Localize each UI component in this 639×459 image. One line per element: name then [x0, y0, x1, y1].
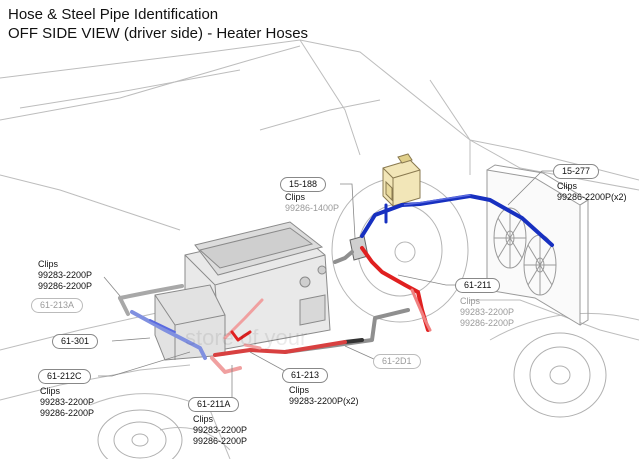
pipe-61-213 [213, 340, 347, 357]
hose-15-188 [360, 203, 404, 238]
hose-61-211 [360, 246, 432, 332]
hose-15-277 [400, 194, 554, 247]
part-15-277-clips-label: Clips [557, 181, 578, 191]
part-61-211A-clip-2: 99286-2200P [193, 436, 248, 446]
engine-block [154, 221, 331, 361]
part-61-301-tag: 61-301 [52, 334, 99, 349]
pipe-return [333, 250, 354, 264]
watermark: store of your [185, 325, 307, 350]
part-61-211A-clips-label: Clips [193, 414, 214, 424]
hose-61-211A [210, 298, 264, 374]
pipe-61-213A [118, 284, 184, 316]
part-61-211A-tag: 61-211A [188, 397, 240, 412]
part-15-277-clip: 99286-2200P(x2) [557, 192, 627, 202]
part-61-211A-clip-1: 99283-2200P [193, 425, 248, 435]
part-61-211-tag: 61-211 [455, 278, 501, 293]
part-61-212C-clips-label: Clips [40, 386, 61, 396]
rear-wheel [97, 409, 183, 459]
hose-61-212C [130, 310, 207, 360]
leader-lines [98, 170, 555, 400]
part-61-211-clip-1: 99283-2200P [460, 307, 515, 317]
part-61-213A-clips-label: Clips [38, 259, 59, 269]
part-61-213A-tag: 61-213A [31, 298, 84, 313]
diagram-subtitle: OFF SIDE VIEW (driver side) - Heater Hos… [8, 25, 309, 42]
part-61-212C-tag: 61-212C [38, 369, 91, 384]
part-61-213-clip: 99283-2200P(x2) [289, 396, 359, 406]
part-61-212C-clip-2: 99286-2200P [40, 408, 95, 418]
part-61-2D1-tag: 61-2D1 [373, 354, 421, 369]
part-61-213A-clip-2: 99286-2200P [38, 281, 93, 291]
part-61-212C-clip-1: 99283-2200P [40, 397, 95, 407]
part-61-211-clip-2: 99286-2200P [460, 318, 515, 328]
part-15-188-tag: 15-188 [280, 177, 327, 192]
part-61-213-tag: 61-213 [282, 368, 329, 383]
heater-valve [349, 235, 369, 261]
part-61-211-clips-label: Clips [460, 296, 481, 306]
part-15-188-clips-label: Clips [285, 192, 306, 202]
part-61-213A-clip-1: 99283-2200P [38, 270, 93, 280]
front-wheel [513, 332, 607, 418]
diagram-title: Hose & Steel Pipe Identification [8, 6, 219, 23]
radiator [486, 164, 589, 326]
vehicle-outline [0, 39, 639, 459]
part-61-213-clips-label: Clips [289, 385, 310, 395]
part-15-188-clip: 99286-1400P [285, 203, 340, 213]
expansion-tank [382, 153, 421, 207]
part-15-277-tag: 15-277 [553, 164, 600, 179]
